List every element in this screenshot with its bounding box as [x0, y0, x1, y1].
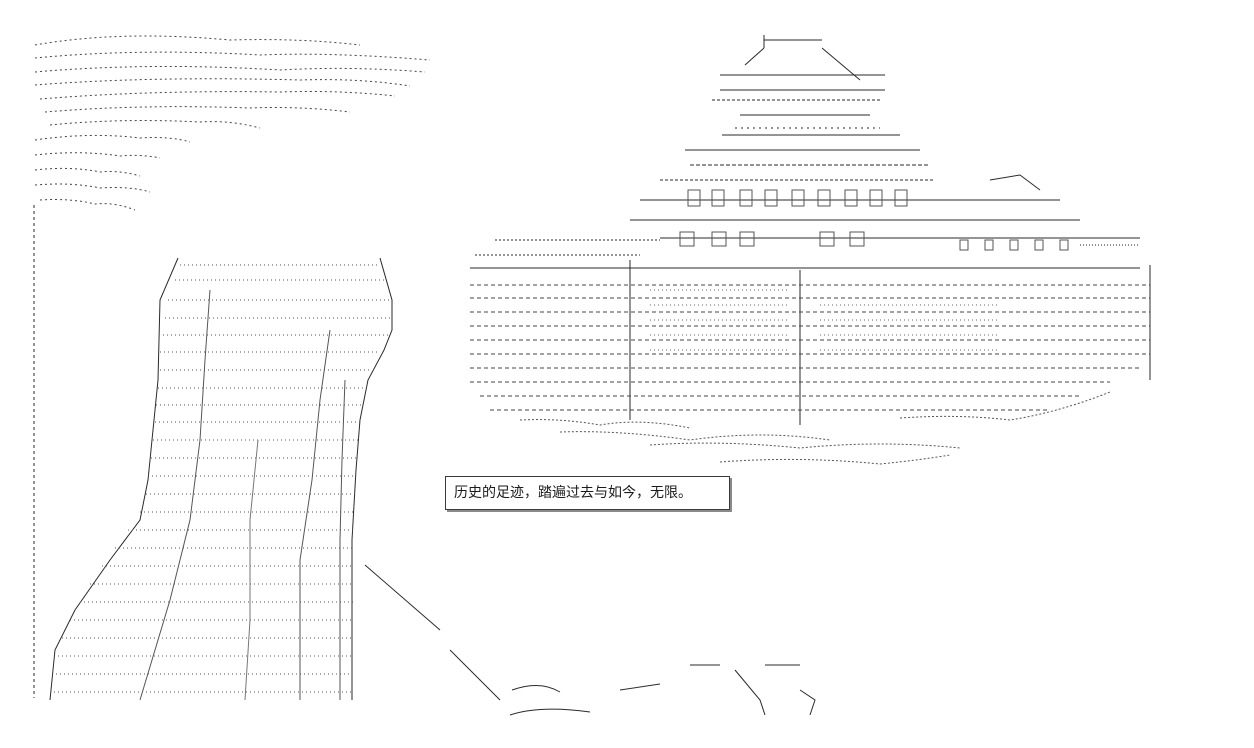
tree-foliage: [34, 35, 431, 211]
caption-box: 历史的足迹，踏遍过去与如今，无限。: [445, 476, 730, 510]
tree-trunk: [49, 257, 393, 701]
castle-lower-roof: [470, 231, 1140, 269]
caption-text: 历史的足迹，踏遍过去与如今，无限。: [454, 485, 692, 501]
castle-tower: [685, 35, 930, 166]
ground-lines: [364, 564, 816, 716]
castle-base: [470, 260, 1151, 465]
castle-middle-tier: [630, 174, 1080, 221]
